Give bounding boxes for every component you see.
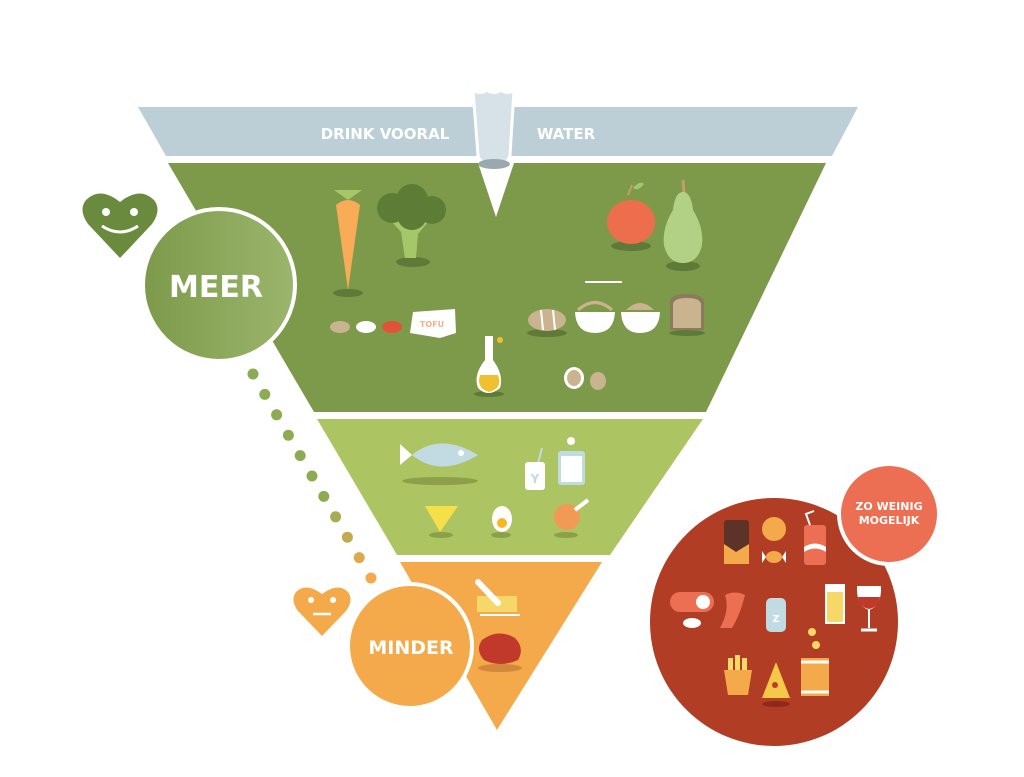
butter-icon — [475, 579, 520, 616]
beans-icon — [330, 321, 402, 333]
meer-label: MEER — [169, 270, 263, 305]
rice-bowl-icon — [621, 303, 660, 333]
progression-dot — [330, 511, 342, 523]
level-midden — [317, 419, 703, 555]
water-label-right: WATER — [537, 125, 596, 143]
level-meer — [168, 163, 826, 412]
progression-dot — [282, 429, 294, 441]
chips-bag-icon — [801, 628, 829, 696]
cheese-icon — [425, 506, 458, 538]
tofu-label: TOFU — [420, 320, 444, 329]
progression-dot — [353, 552, 365, 564]
soda-can-icon — [804, 510, 826, 565]
wine-glass-icon — [856, 586, 882, 632]
apple-icon — [607, 182, 655, 251]
chocolate-icon — [724, 520, 749, 564]
pasta-bowl-icon — [575, 281, 622, 333]
progression-dots — [247, 368, 377, 584]
milk-glass-icon — [558, 437, 585, 485]
cookie-icon — [762, 517, 786, 541]
salt-label: Z — [772, 614, 779, 625]
sausage-icon — [670, 592, 714, 628]
beer-glass-icon — [825, 584, 845, 624]
progression-dot — [306, 470, 318, 482]
minder-badge: MINDER — [346, 582, 474, 710]
pear-icon — [663, 179, 703, 271]
broccoli-icon — [377, 184, 446, 267]
extras-label-line2: MOGELIJK — [859, 514, 920, 527]
bread-icon — [669, 294, 705, 336]
progression-dot — [271, 409, 283, 421]
progression-dot — [341, 531, 353, 543]
yoghurt-label: Y — [530, 472, 540, 486]
egg-icon — [491, 506, 512, 538]
extras-zone: ZO WEINIG MOGELIJK Z — [650, 462, 941, 746]
fish-icon — [400, 443, 478, 485]
extras-label-line1: ZO WEINIG — [855, 500, 922, 513]
yoghurt-icon: Y — [525, 447, 545, 490]
water-band: DRINK VOORAL WATER — [138, 86, 858, 169]
pizza-icon — [762, 662, 790, 707]
water-glass-icon — [471, 86, 516, 169]
bacon-icon — [720, 592, 745, 628]
meer-badge: MEER — [141, 207, 297, 363]
nuts-icon — [564, 367, 606, 390]
minder-label: MINDER — [368, 637, 454, 659]
carrot-icon — [333, 190, 363, 297]
potatoes-icon — [527, 309, 567, 337]
salt-shaker-icon: Z — [766, 598, 786, 632]
neutral-heart-icon — [293, 587, 351, 636]
happy-heart-icon — [82, 193, 158, 258]
progression-dot — [318, 490, 330, 502]
tofu-icon: TOFU — [410, 309, 456, 338]
progression-dot — [365, 572, 377, 584]
progression-dot — [259, 388, 271, 400]
progression-dot — [247, 368, 259, 380]
progression-dot — [294, 450, 306, 462]
chicken-leg-icon — [554, 498, 590, 538]
red-meat-icon — [478, 633, 522, 672]
candy-icon — [762, 551, 786, 563]
fries-icon — [724, 655, 752, 695]
water-label-left: DRINK VOORAL — [321, 125, 450, 143]
oil-bottle-icon — [474, 336, 504, 397]
